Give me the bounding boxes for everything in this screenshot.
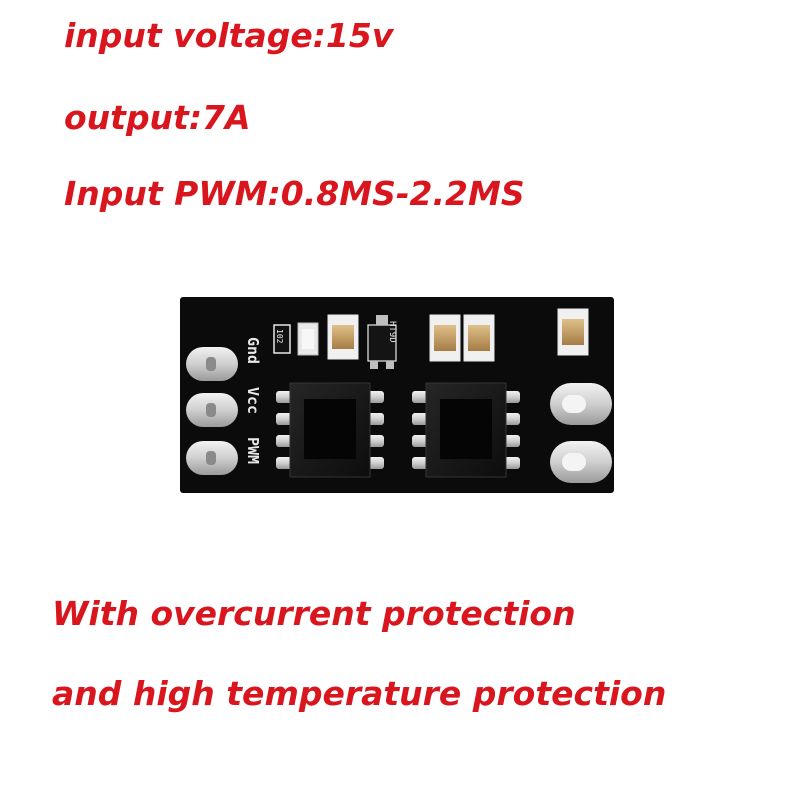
spec-output-current: output:7A [64,98,251,137]
silkscreen-pwm-label: PWM [244,437,262,464]
output-pad-1 [550,383,612,425]
silkscreen-vcc-label: Vcc [244,387,262,414]
capacitor-1 [327,314,359,360]
transistor-ht9d: HT9D [367,315,397,369]
led [297,322,319,356]
pcb-board-photo: Gnd Vcc PWM 102 HT9D [178,295,618,495]
spec-input-voltage: input voltage:15v [64,16,394,55]
capacitor-4 [557,308,589,356]
component-mark-label: HT9D [387,321,397,343]
pad-gnd [186,347,238,381]
feature-overcurrent-protection: With overcurrent protection [52,594,576,633]
pad-pwm [186,441,238,475]
pcb-board-graphic: Gnd Vcc PWM 102 HT9D [180,297,614,493]
spec-input-pwm: Input PWM:0.8MS-2.2MS [64,174,525,213]
output-pad-2 [550,441,612,483]
resistor-102: 102 [273,324,291,354]
silkscreen-gnd-label: Gnd [244,337,262,364]
capacitor-3 [463,314,495,362]
capacitor-2 [429,314,461,362]
mosfet-chip-1 [276,382,384,478]
mosfet-chip-2 [412,382,520,478]
pad-vcc [186,393,238,427]
resistor-code-label: 102 [275,329,284,344]
feature-high-temperature-protection: and high temperature protection [52,674,667,713]
